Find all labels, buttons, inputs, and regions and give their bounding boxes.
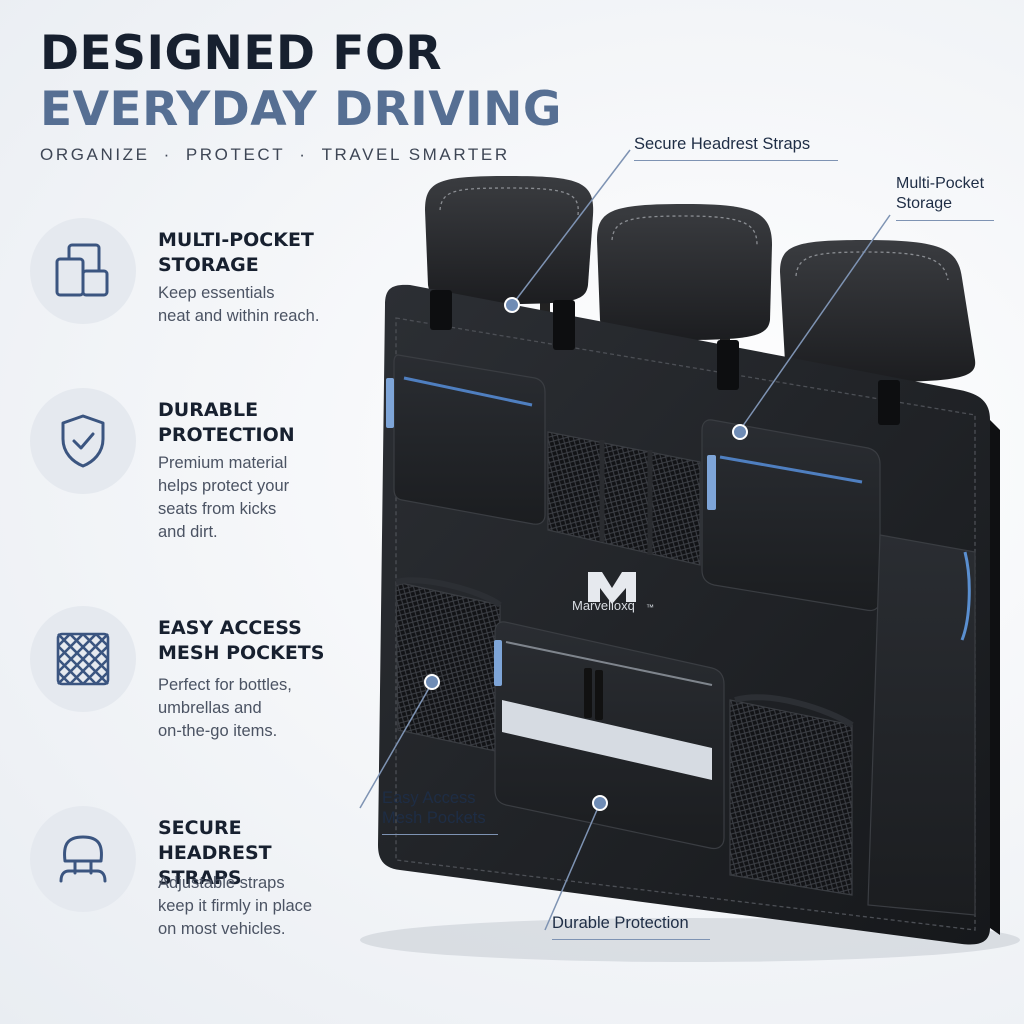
brand-logo: Marvelloxq ™ bbox=[572, 572, 654, 613]
hero-title-line2: EVERYDAY DRIVING bbox=[40, 82, 562, 137]
feature-badge bbox=[30, 218, 136, 324]
tagline-separator: · bbox=[163, 145, 172, 164]
tagline-item: ORGANIZE bbox=[40, 145, 150, 164]
feature-title: EASY ACCESS MESH POCKETS bbox=[158, 617, 325, 664]
feature-description: Keep essentials neat and within reach. bbox=[158, 284, 320, 325]
feature-headrest: SECURE HEADREST STRAPS Adjustable straps… bbox=[30, 806, 360, 946]
hero-title: DESIGNED FOR EVERYDAY DRIVING bbox=[40, 26, 562, 138]
mesh-net-icon bbox=[56, 632, 110, 686]
mesh-pocket-trio bbox=[547, 431, 701, 566]
callout-mesh-pockets: Easy Access Mesh Pockets bbox=[382, 788, 498, 835]
feature-description: Adjustable straps keep it firmly in plac… bbox=[158, 874, 313, 938]
feature-badge bbox=[30, 806, 136, 912]
feature-durable: DURABLE PROTECTION Premium material help… bbox=[30, 388, 360, 548]
shield-check-icon bbox=[61, 414, 105, 468]
feature-badge bbox=[30, 388, 136, 494]
callout-marker bbox=[592, 795, 608, 811]
pockets-icon bbox=[55, 243, 109, 297]
brand-name: Marvelloxq bbox=[572, 598, 635, 613]
brand-trademark: ™ bbox=[646, 603, 654, 612]
callout-marker bbox=[424, 674, 440, 690]
feature-description: Premium material helps protect your seat… bbox=[158, 454, 290, 541]
feature-mesh: EASY ACCESS MESH POCKETS Perfect for bot… bbox=[30, 606, 360, 746]
feature-title: SECURE HEADREST STRAPS bbox=[158, 817, 272, 889]
bottle-pocket-right bbox=[867, 534, 976, 916]
feature-title: DURABLE PROTECTION bbox=[158, 399, 295, 446]
feature-badge bbox=[30, 606, 136, 712]
headrest-icon bbox=[59, 835, 107, 883]
callout-headrest-straps: Secure Headrest Straps bbox=[634, 134, 838, 161]
zip-pocket-center bbox=[494, 621, 725, 850]
mesh-pocket-lower-right bbox=[729, 694, 854, 896]
callout-marker bbox=[504, 297, 520, 313]
feature-description: Perfect for bottles, umbrellas and on-th… bbox=[158, 676, 292, 740]
callout-multi-pocket: Multi-Pocket Storage bbox=[896, 174, 994, 221]
callout-durable: Durable Protection bbox=[552, 913, 710, 940]
tagline: ORGANIZE · PROTECT · TRAVEL SMARTER bbox=[40, 145, 510, 165]
tagline-separator: · bbox=[299, 145, 308, 164]
hero-title-line1: DESIGNED FOR bbox=[40, 26, 443, 81]
zip-pocket-upper-left bbox=[386, 354, 546, 525]
callout-marker bbox=[732, 424, 748, 440]
feature-multi-pocket: MULTI-POCKET STORAGE Keep essentials nea… bbox=[30, 218, 360, 338]
tagline-item: PROTECT bbox=[185, 145, 286, 164]
feature-title: MULTI-POCKET STORAGE bbox=[158, 229, 314, 276]
zip-pocket-upper-right bbox=[701, 419, 881, 612]
mesh-pocket-left bbox=[395, 577, 502, 753]
tagline-item: TRAVEL SMARTER bbox=[321, 145, 510, 164]
